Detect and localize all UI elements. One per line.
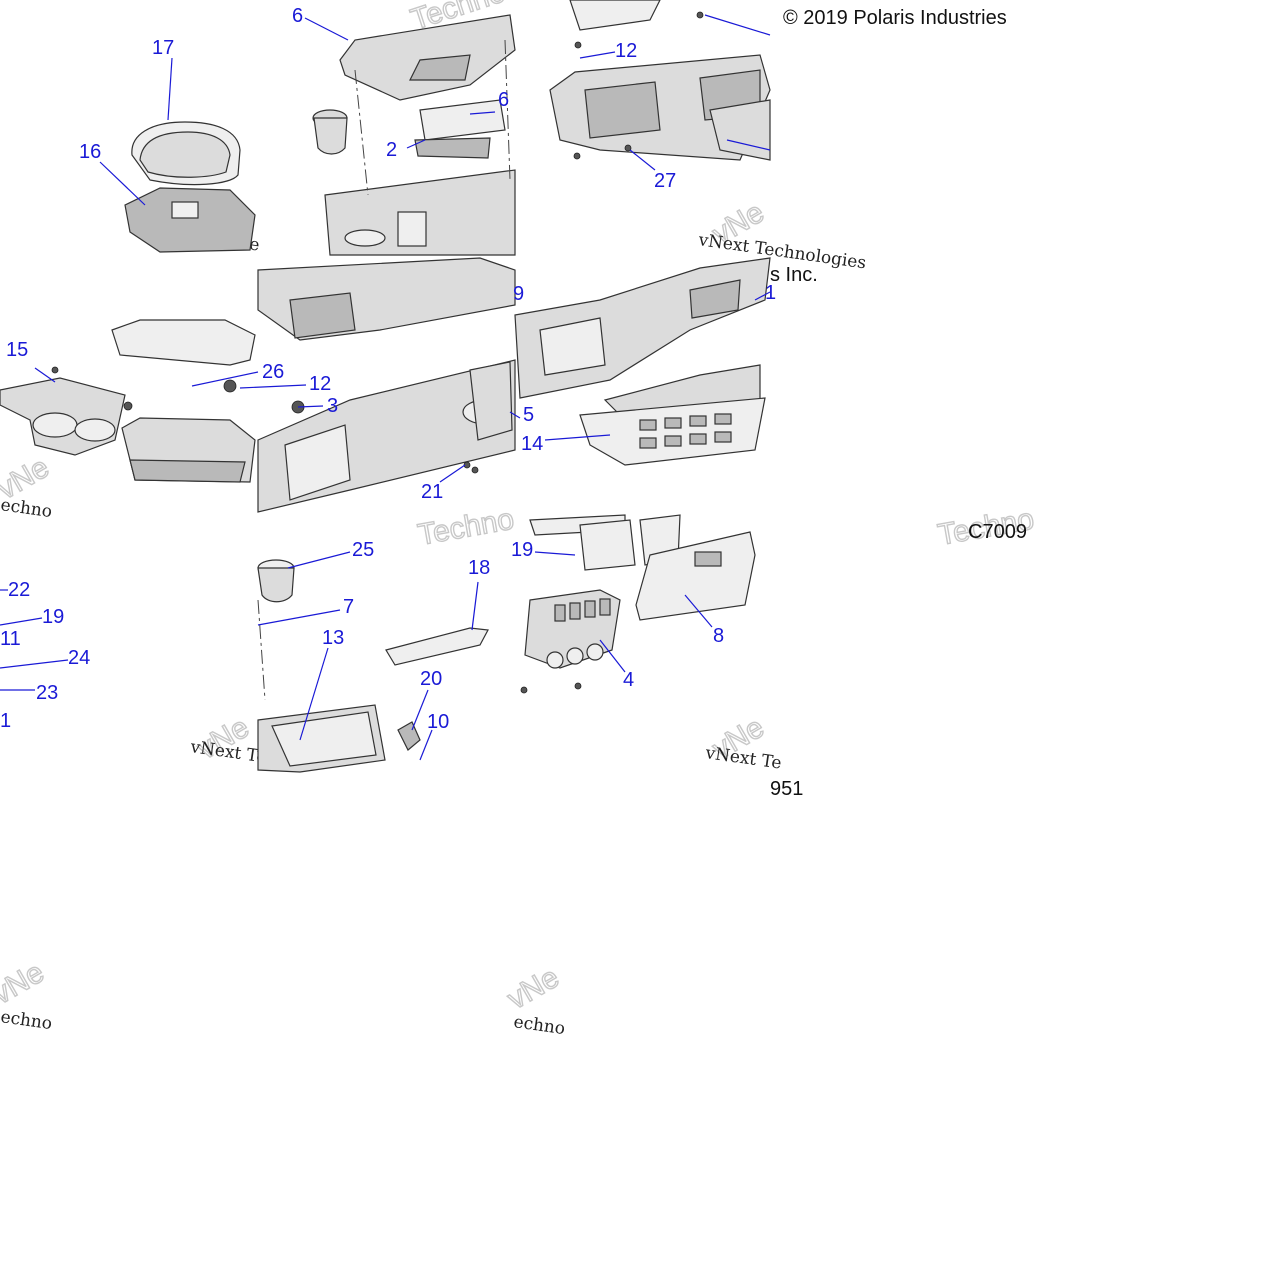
callout-number: 21: [421, 481, 443, 503]
callout-number: 5: [523, 404, 534, 426]
lower-right-parts: [520, 514, 756, 694]
watermark-text: vNext Te: [703, 743, 782, 774]
watermark-text: echno: [0, 1007, 53, 1034]
callout-number: 10: [427, 711, 449, 733]
callout-number: 15: [6, 339, 28, 361]
watermark-text: echno: [0, 495, 53, 522]
watermark-big: Techno: [415, 503, 516, 552]
callout-number: 22: [8, 579, 30, 601]
callout-number: 6: [292, 5, 303, 27]
copyright-text: © 2019 Polaris Industries: [783, 7, 1007, 29]
callout-number: 6: [498, 89, 509, 111]
callout-number: 13: [322, 627, 344, 649]
callout-number: 8: [713, 625, 724, 647]
main-dash-part: [257, 257, 516, 513]
callout-number: 25: [352, 539, 374, 561]
callout-number: 17: [152, 37, 174, 59]
callout-number: 1: [765, 282, 776, 304]
watermark-text: echno: [512, 1012, 566, 1039]
drawing-code-fragment: 951: [770, 778, 803, 800]
callout-number: 20: [420, 668, 442, 690]
callout-number: 14: [521, 433, 543, 455]
callout-layer: 17 16 6 6 2 12 27 9 15 26 12 3 5 14 21 2…: [0, 5, 776, 733]
copyright-fragment: s Inc.: [770, 264, 818, 286]
callout-number: 19: [511, 539, 533, 561]
callout-number: 26: [262, 361, 284, 383]
callout-number: 16: [79, 141, 101, 163]
callout-number: 24: [68, 647, 90, 669]
gauge-bezel-part: [124, 121, 256, 253]
callout-number: 19: [42, 606, 64, 628]
drawing-code: C7009: [968, 521, 1027, 543]
callout-number: 4: [623, 669, 634, 691]
callout-number: 27: [654, 170, 676, 192]
callout-number: 12: [615, 40, 637, 62]
dash-frame-part: [514, 257, 771, 466]
callout-number: 9: [513, 283, 524, 305]
upper-dash-part: [312, 14, 516, 256]
lower-middle-parts: [257, 559, 489, 773]
callout-number: 18: [468, 557, 490, 579]
callout-number: 2: [386, 139, 397, 161]
left-lower-lines: [257, 599, 266, 701]
watermark-big: vNe: [502, 961, 565, 1016]
storage-bins-part: [0, 319, 256, 483]
leader-lines: [0, 14, 771, 761]
callout-number: 3: [327, 395, 338, 417]
callout-number: 11: [0, 628, 21, 650]
watermark-text: vNext Te: [188, 737, 267, 768]
callout-number: 7: [343, 596, 354, 618]
callout-number: 1: [0, 710, 11, 732]
watermark-big: vNe: [0, 956, 50, 1011]
callout-number: 23: [36, 682, 58, 704]
upper-panel-part: [549, 0, 771, 161]
callout-number: 12: [309, 373, 331, 395]
